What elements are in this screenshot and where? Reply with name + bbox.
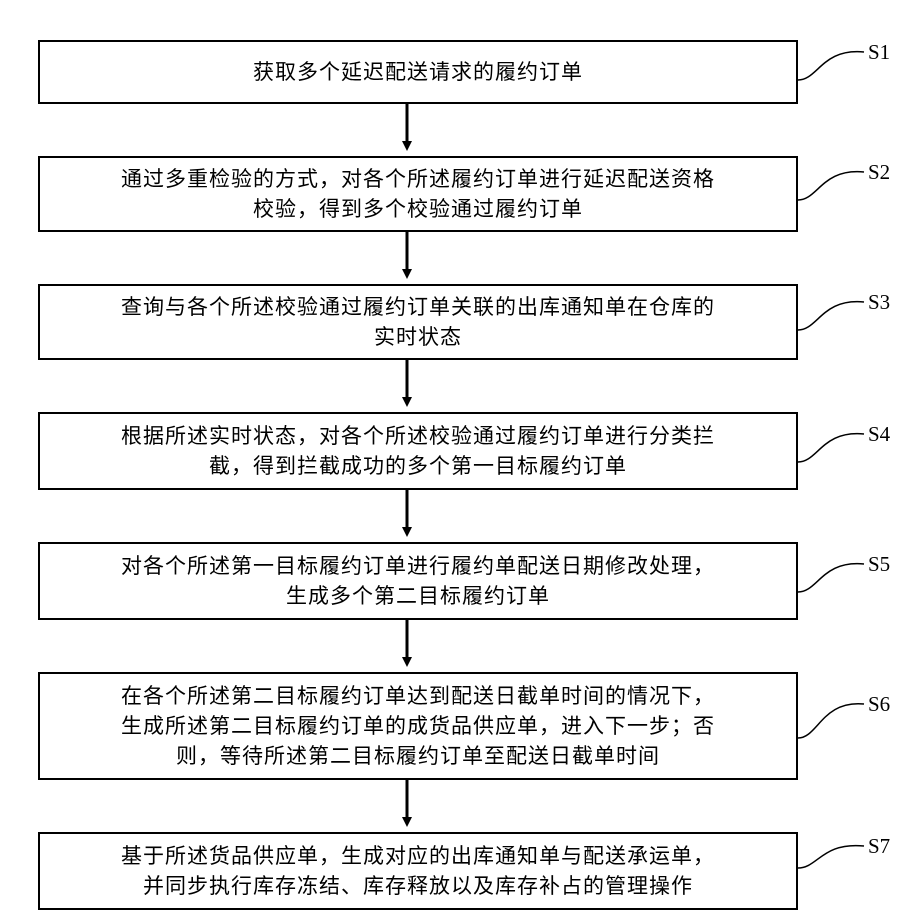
step-text-s5: 对各个所述第一目标履约订单进行履约单配送日期修改处理， 生成多个第二目标履约订单 [121,551,715,611]
step-box-s1: 获取多个延迟配送请求的履约订单 [38,40,798,104]
leader-s2 [798,172,864,200]
leader-s1 [798,52,864,80]
leader-s7 [798,846,864,868]
step-box-s5: 对各个所述第一目标履约订单进行履约单配送日期修改处理， 生成多个第二目标履约订单 [38,542,798,620]
step-label-s7: S7 [868,834,890,858]
step-text-s3: 查询与各个所述校验通过履约订单关联的出库通知单在仓库的 实时状态 [121,292,715,352]
step-label-s6: S6 [868,692,890,716]
leader-s4 [798,434,864,462]
step-label-s3: S3 [868,290,890,314]
step-box-s6: 在各个所述第二目标履约订单达到配送日截单时间的情况下， 生成所述第二目标履约订单… [38,672,798,780]
step-label-s2: S2 [868,160,890,184]
step-text-s1: 获取多个延迟配送请求的履约订单 [253,57,583,87]
step-box-s4: 根据所述实时状态，对各个所述校验通过履约订单进行分类拦 截，得到拦截成功的多个第… [38,412,798,490]
step-text-s2: 通过多重检验的方式，对各个所述履约订单进行延迟配送资格 校验，得到多个校验通过履… [121,164,715,224]
step-label-s5: S5 [868,552,890,576]
step-text-s7: 基于所述货品供应单，生成对应的出库通知单与配送承运单， 并同步执行库存冻结、库存… [121,841,715,901]
leader-s3 [798,302,864,330]
step-box-s3: 查询与各个所述校验通过履约订单关联的出库通知单在仓库的 实时状态 [38,284,798,360]
step-text-s4: 根据所述实时状态，对各个所述校验通过履约订单进行分类拦 截，得到拦截成功的多个第… [121,421,715,481]
leader-s5 [798,564,864,592]
step-box-s2: 通过多重检验的方式，对各个所述履约订单进行延迟配送资格 校验，得到多个校验通过履… [38,156,798,232]
step-box-s7: 基于所述货品供应单，生成对应的出库通知单与配送承运单， 并同步执行库存冻结、库存… [38,832,798,910]
leader-s6 [798,704,864,738]
step-label-s4: S4 [868,422,890,446]
step-text-s6: 在各个所述第二目标履约订单达到配送日截单时间的情况下， 生成所述第二目标履约订单… [121,681,715,771]
step-label-s1: S1 [868,40,890,64]
